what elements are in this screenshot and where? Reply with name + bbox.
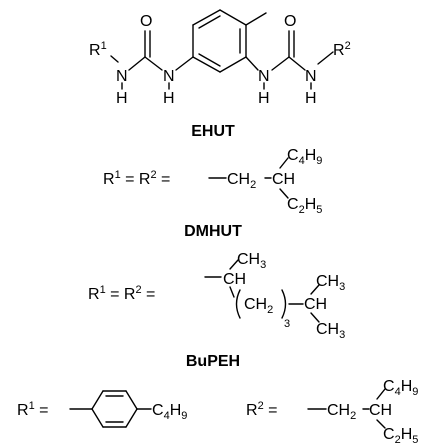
dmhut-ch3-right-bot: CH3 xyxy=(316,321,345,341)
r2-group-label: R2 xyxy=(333,40,351,59)
bupeh-section: BuPEH R1 = C4H9 R2 = CH2 CH C4H9 C2H5 xyxy=(17,353,418,443)
hydrogen-atom-right-outer: H xyxy=(305,90,317,107)
right-urea: O N N H H R2 xyxy=(245,13,351,107)
oxygen-atom-right: O xyxy=(284,13,296,30)
nitrogen-atom-left-outer: N xyxy=(116,68,128,85)
dmhut-ch-left: CH xyxy=(223,271,246,288)
ehut-equation: R1 = R2 = xyxy=(103,169,170,188)
methyl-bond xyxy=(245,12,267,26)
ehut-ch2: CH2 xyxy=(227,171,256,191)
bupeh-ch: CH xyxy=(369,402,392,419)
dmhut-repeat-count: 3 xyxy=(284,318,290,330)
bupeh-ch2: CH2 xyxy=(327,402,356,422)
nitrogen-atom-right-outer: N xyxy=(305,68,317,85)
oxygen-atom-left: O xyxy=(140,13,152,30)
nitrogen-atom-left-inner: N xyxy=(163,68,175,85)
benzene-ring xyxy=(192,9,247,73)
ehut-ch: CH xyxy=(272,171,295,188)
bupeh-c4h9: C4H9 xyxy=(152,402,187,422)
dmhut-ch3-top: CH3 xyxy=(237,251,266,271)
left-urea: O N N H H R1 xyxy=(89,13,194,107)
bupeh-branch-c4h9: C4H9 xyxy=(383,378,418,398)
ehut-section: EHUT R1 = R2 = CH2 CH C4H9 C2H5 xyxy=(103,123,322,216)
ehut-c4h9: C4H9 xyxy=(287,147,322,167)
ehut-title: EHUT xyxy=(191,123,235,140)
hydrogen-atom-right-inner: H xyxy=(258,90,270,107)
bupeh-r2-equation: R2 = xyxy=(246,400,277,419)
core-structure: O N N H H R1 O N N H H R2 xyxy=(89,9,351,107)
dmhut-ch3-right-top: CH3 xyxy=(316,273,345,293)
bupeh-title: BuPEH xyxy=(186,353,240,370)
hydrogen-atom-left-inner: H xyxy=(163,90,175,107)
dmhut-equation: R1 = R2 = xyxy=(88,284,155,303)
nitrogen-atom-right-inner: N xyxy=(258,68,270,85)
dmhut-section: DMHUT CH3 CH CH2 3 CH CH3 CH3 R1 = R2 = xyxy=(88,223,345,341)
bupeh-phenyl-ring xyxy=(91,390,138,428)
bupeh-r1-equation: R1 = xyxy=(17,400,48,419)
hydrogen-atom-left-outer: H xyxy=(116,90,128,107)
r1-group-label: R1 xyxy=(89,40,107,59)
dmhut-title: DMHUT xyxy=(184,223,242,240)
ehut-c2h5: C2H5 xyxy=(287,196,322,216)
dmhut-ch-right: CH xyxy=(304,296,327,313)
dmhut-ch2: CH2 xyxy=(244,296,273,316)
bupeh-branch-c2h5: C2H5 xyxy=(383,426,418,443)
